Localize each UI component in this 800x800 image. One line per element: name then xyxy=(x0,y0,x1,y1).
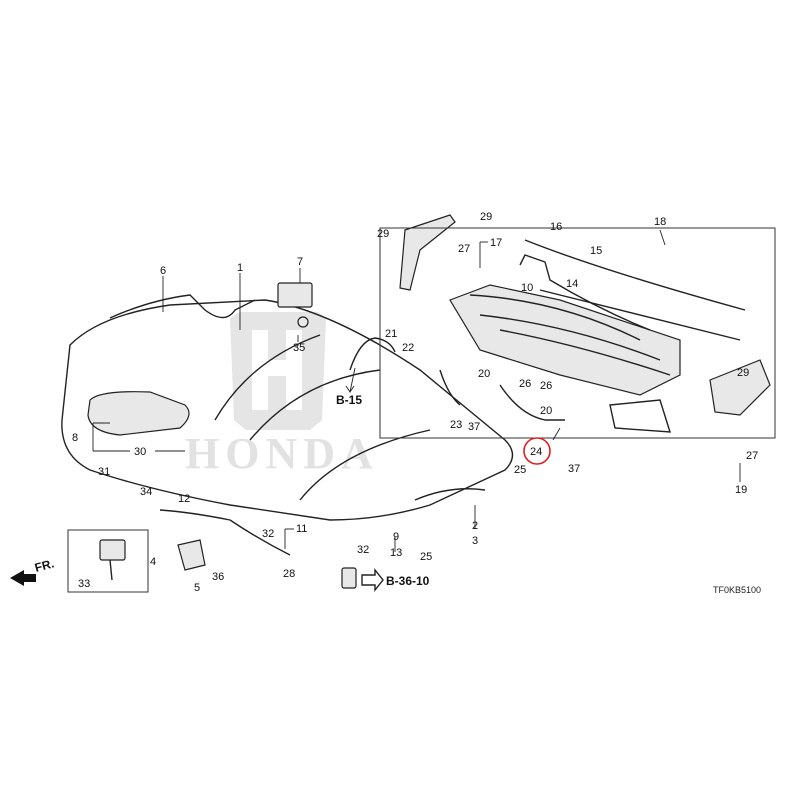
washer-tube-24 xyxy=(499,384,565,421)
label-part-31[interactable]: 31 xyxy=(98,466,110,478)
leader-lines xyxy=(92,229,741,552)
label-part-29-b[interactable]: 29 xyxy=(480,211,492,223)
cowl-seal-strip-10 xyxy=(519,254,651,331)
ref-b-15[interactable]: B-15 xyxy=(336,393,362,407)
label-part-6[interactable]: 6 xyxy=(160,265,166,277)
label-part-34[interactable]: 34 xyxy=(140,486,152,498)
b3610-arrow-icon xyxy=(341,567,384,592)
label-part-35[interactable]: 35 xyxy=(293,342,305,354)
cowl-group-box xyxy=(379,227,776,439)
label-part-13[interactable]: 13 xyxy=(390,547,402,559)
hood-seal-part xyxy=(109,294,256,319)
label-part-5[interactable]: 5 xyxy=(194,582,200,594)
label-part-14[interactable]: 14 xyxy=(566,278,578,290)
label-part-7[interactable]: 7 xyxy=(297,256,303,268)
label-part-20-a[interactable]: 20 xyxy=(478,368,490,380)
label-part-18[interactable]: 18 xyxy=(654,216,666,228)
label-part-17[interactable]: 17 xyxy=(490,237,502,249)
hood-release-cable xyxy=(159,509,291,556)
label-part-22[interactable]: 22 xyxy=(402,342,414,354)
watermark-brand-text: HONDA xyxy=(185,429,379,478)
label-part-16[interactable]: 16 xyxy=(550,221,562,233)
washer-tube-23 xyxy=(439,369,461,406)
label-part-28[interactable]: 28 xyxy=(283,568,295,580)
ref-b-36-10[interactable]: B-36-10 xyxy=(386,574,430,588)
label-part-24[interactable]: 24 xyxy=(530,446,542,458)
label-part-15[interactable]: 15 xyxy=(590,245,602,257)
hood-panel xyxy=(61,299,514,521)
hood-latch-part xyxy=(99,539,126,581)
label-part-32-b[interactable]: 32 xyxy=(357,544,369,556)
label-part-9[interactable]: 9 xyxy=(393,531,399,543)
label-part-33[interactable]: 33 xyxy=(78,578,90,590)
label-part-19[interactable]: 19 xyxy=(735,484,747,496)
label-part-25-b[interactable]: 25 xyxy=(514,464,526,476)
hood-hinge-part xyxy=(277,282,313,328)
cowl-seal-strip-15 xyxy=(524,239,746,311)
label-part-12[interactable]: 12 xyxy=(178,493,190,505)
washer-tube-21 xyxy=(349,337,396,371)
label-part-26-b[interactable]: 26 xyxy=(540,380,552,392)
label-part-21[interactable]: 21 xyxy=(385,328,397,340)
label-part-25-a[interactable]: 25 xyxy=(420,551,432,563)
cross-references: B-15 B-36-10 xyxy=(336,367,430,592)
highlight-circle xyxy=(523,437,551,465)
diagram-code: TF0KB5100 xyxy=(713,585,761,595)
label-part-11[interactable]: 11 xyxy=(296,523,307,535)
label-part-23[interactable]: 23 xyxy=(450,419,462,431)
cowl-top-assembly xyxy=(449,284,681,433)
hood-hinge-arm-17 xyxy=(399,214,456,291)
label-part-27-a[interactable]: 27 xyxy=(458,243,470,255)
label-part-37-b[interactable]: 37 xyxy=(568,463,580,475)
front-direction-indicator: FR. xyxy=(10,556,55,586)
latch-group-box xyxy=(67,529,149,593)
label-part-27-b[interactable]: 27 xyxy=(746,450,758,462)
label-part-3[interactable]: 3 xyxy=(472,535,478,547)
label-part-30[interactable]: 30 xyxy=(134,446,146,458)
hood-stay-part xyxy=(414,488,486,501)
front-arrow-icon xyxy=(10,570,36,586)
label-part-10[interactable]: 10 xyxy=(521,282,533,294)
label-part-4[interactable]: 4 xyxy=(150,556,156,568)
cowl-seal-strip-14 xyxy=(539,289,741,341)
label-part-36[interactable]: 36 xyxy=(212,571,224,583)
label-part-37-a[interactable]: 37 xyxy=(468,421,480,433)
label-part-8[interactable]: 8 xyxy=(72,432,78,444)
hood-insulator-part xyxy=(87,391,190,436)
label-part-29-a[interactable]: 29 xyxy=(377,228,389,240)
b15-arrow-icon xyxy=(345,367,356,394)
side-bracket-19 xyxy=(709,359,771,416)
latch-assembly-5 xyxy=(177,539,206,571)
label-part-26-a[interactable]: 26 xyxy=(519,378,531,390)
label-part-29-c[interactable]: 29 xyxy=(737,367,749,379)
front-direction-label: FR. xyxy=(33,556,55,575)
label-part-32-a[interactable]: 32 xyxy=(262,528,274,540)
label-part-2[interactable]: 2 xyxy=(472,520,478,532)
part-labels: 1 6 7 35 8 30 31 34 12 4 33 5 36 28 32 1… xyxy=(72,211,758,594)
label-part-1[interactable]: 1 xyxy=(237,262,243,274)
label-part-20-b[interactable]: 20 xyxy=(540,405,552,417)
